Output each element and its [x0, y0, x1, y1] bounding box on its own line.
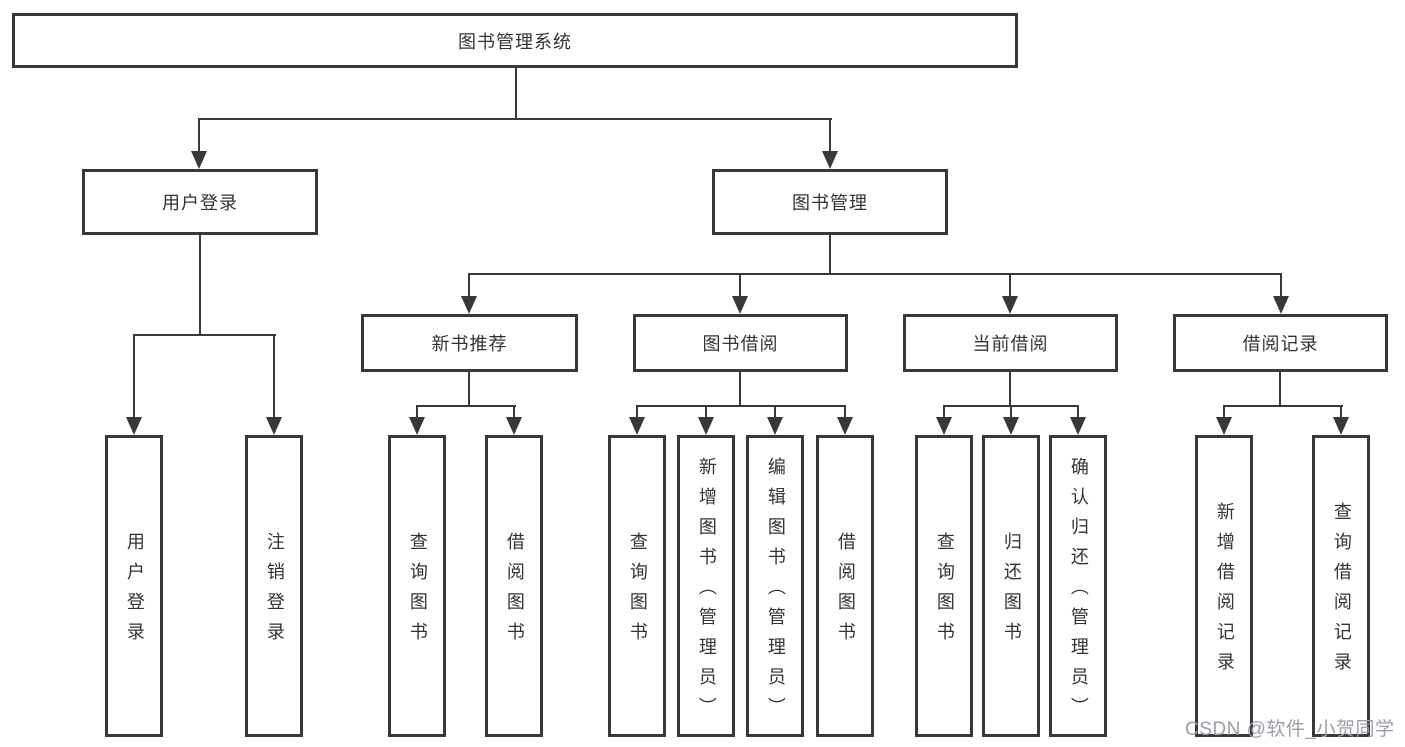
- connector-line: [1009, 372, 1011, 407]
- connector-line: [1223, 405, 1225, 419]
- leaf-edit-book-admin-label: 编辑图书（管理员）: [765, 457, 786, 727]
- connector-line: [468, 372, 470, 407]
- connector-line: [636, 405, 846, 407]
- leaf-edit-book-admin: 编辑图书（管理员）: [746, 435, 804, 737]
- leaf-query-books-borrowing-label: 查询图书: [627, 532, 648, 652]
- arrow-down-icon: [936, 417, 952, 435]
- connector-line: [1280, 273, 1282, 299]
- connector-line: [416, 405, 516, 407]
- connector-line: [515, 68, 517, 120]
- arrow-down-icon: [1333, 417, 1349, 435]
- node-current-borrowing-label: 当前借阅: [972, 334, 1049, 354]
- leaf-query-borrow-record: 查询借阅记录: [1312, 435, 1370, 737]
- arrow-down-icon: [629, 417, 645, 435]
- arrow-down-icon: [506, 417, 522, 435]
- node-new-book-recommend: 新书推荐: [361, 314, 578, 372]
- connector-line: [468, 273, 1282, 275]
- leaf-logout-login-label: 注销登录: [264, 532, 285, 652]
- arrow-down-icon: [461, 296, 477, 314]
- node-book-borrowing-label: 图书借阅: [702, 334, 779, 354]
- connector-line: [844, 405, 846, 419]
- leaf-return-book: 归还图书: [982, 435, 1040, 737]
- connector-line: [1279, 372, 1281, 407]
- connector-line: [1077, 405, 1079, 419]
- node-new-book-recommend-label: 新书推荐: [431, 334, 508, 354]
- connector-line: [739, 372, 741, 407]
- connector-line: [705, 405, 707, 419]
- connector-line: [133, 334, 276, 336]
- leaf-query-books-recommend: 查询图书: [388, 435, 446, 737]
- leaf-query-books-recommend-label: 查询图书: [407, 532, 428, 652]
- arrow-down-icon: [1216, 417, 1232, 435]
- connector-line: [468, 273, 470, 299]
- leaf-query-books-borrowing: 查询图书: [608, 435, 666, 737]
- leaf-logout-login: 注销登录: [245, 435, 303, 737]
- connector-line: [416, 405, 418, 419]
- arrow-down-icon: [767, 417, 783, 435]
- connector-line: [739, 273, 741, 299]
- arrow-down-icon: [409, 417, 425, 435]
- leaf-add-borrow-record-label: 新增借阅记录: [1214, 502, 1235, 682]
- connector-line: [1223, 405, 1343, 407]
- leaf-add-book-admin-label: 新增图书（管理员）: [696, 457, 717, 727]
- connector-line: [1009, 273, 1011, 299]
- connector-line: [198, 118, 832, 120]
- arrow-down-icon: [1002, 296, 1018, 314]
- connector-line: [1010, 405, 1012, 419]
- leaf-borrow-books-borrowing: 借阅图书: [816, 435, 874, 737]
- connector-line: [198, 118, 200, 154]
- node-book-borrowing: 图书借阅: [633, 314, 848, 372]
- node-book-management-label: 图书管理: [792, 193, 868, 213]
- node-user-login-label: 用户登录: [162, 193, 238, 213]
- connector-line: [273, 334, 275, 419]
- arrow-down-icon: [732, 296, 748, 314]
- arrow-down-icon: [837, 417, 853, 435]
- arrow-down-icon: [126, 417, 142, 435]
- connector-line: [133, 334, 135, 419]
- leaf-add-borrow-record: 新增借阅记录: [1195, 435, 1253, 737]
- leaf-add-book-admin: 新增图书（管理员）: [677, 435, 735, 737]
- arrow-down-icon: [698, 417, 714, 435]
- node-library-system: 图书管理系统: [12, 13, 1018, 68]
- node-current-borrowing: 当前借阅: [903, 314, 1118, 372]
- node-user-login: 用户登录: [82, 169, 318, 235]
- connector-line: [829, 235, 831, 275]
- node-borrowing-records: 借阅记录: [1173, 314, 1388, 372]
- connector-line: [513, 405, 515, 419]
- leaf-query-borrow-record-label: 查询借阅记录: [1331, 502, 1352, 682]
- arrow-down-icon: [822, 151, 838, 169]
- node-book-management: 图书管理: [712, 169, 948, 235]
- arrow-down-icon: [1003, 417, 1019, 435]
- arrow-down-icon: [191, 151, 207, 169]
- leaf-confirm-return-admin: 确认归还（管理员）: [1049, 435, 1107, 737]
- leaf-borrow-books-borrowing-label: 借阅图书: [835, 532, 856, 652]
- node-library-system-label: 图书管理系统: [458, 31, 572, 52]
- arrow-down-icon: [266, 417, 282, 435]
- connector-line: [774, 405, 776, 419]
- node-borrowing-records-label: 借阅记录: [1242, 334, 1319, 354]
- leaf-return-book-label: 归还图书: [1001, 532, 1022, 652]
- leaf-borrow-books-recommend-label: 借阅图书: [504, 532, 525, 652]
- connector-line: [199, 235, 201, 336]
- arrow-down-icon: [1273, 296, 1289, 314]
- arrow-down-icon: [1070, 417, 1086, 435]
- connector-line: [636, 405, 638, 419]
- leaf-confirm-return-admin-label: 确认归还（管理员）: [1068, 457, 1089, 727]
- connector-line: [1340, 405, 1342, 419]
- csdn-watermark: CSDN @软件_小贺同学: [1185, 719, 1395, 740]
- connector-line: [829, 118, 831, 154]
- leaf-user-login: 用户登录: [105, 435, 163, 737]
- leaf-borrow-books-recommend: 借阅图书: [485, 435, 543, 737]
- leaf-user-login-label: 用户登录: [124, 532, 145, 652]
- connector-line: [943, 405, 945, 419]
- leaf-query-books-current-label: 查询图书: [934, 532, 955, 652]
- leaf-query-books-current: 查询图书: [915, 435, 973, 737]
